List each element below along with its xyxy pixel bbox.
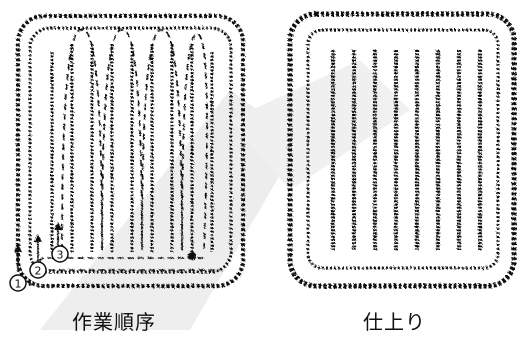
step-marker-2: 2 [29,261,47,279]
step-marker-1-label: 1 [15,278,22,291]
step-marker-1: 1 [9,274,27,292]
up-arrows [14,222,62,272]
end-dot [188,252,196,260]
watermark-shape [40,60,410,330]
work-order-caption: 作業順序 [72,310,156,334]
outer-border-right [287,11,517,289]
finished-caption: 仕上り [363,310,426,334]
outer-border-left [16,14,245,288]
inner-border-left [28,26,233,274]
stitch-rows-right [331,50,482,250]
step-marker-2-label: 2 [35,265,42,278]
stitch-rows-left [50,44,214,252]
step-marker-3-label: 3 [57,249,64,262]
step-marker-3: 3 [51,245,69,263]
inner-border-right [306,28,500,270]
finished-panel [287,11,517,289]
